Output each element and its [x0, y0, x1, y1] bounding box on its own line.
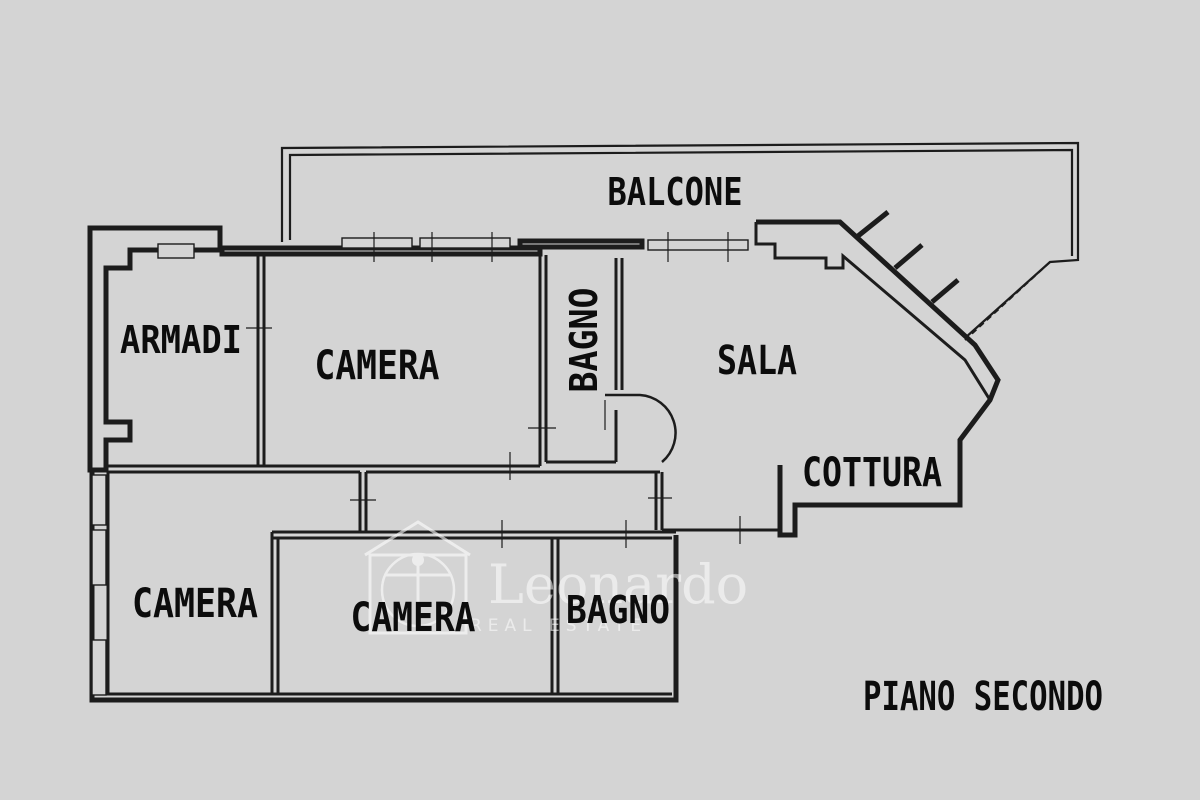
- room-label-bagno-1: BAGNO: [562, 288, 606, 393]
- room-labels: BALCONE ARMADI CAMERA BAGNO SALA COTTURA…: [120, 170, 942, 641]
- watermark-tagline: REAL ESTATE: [470, 616, 647, 636]
- watermark-brand: Leonardo: [488, 553, 748, 616]
- room-label-bagno-2: BAGNO: [566, 588, 670, 632]
- curved-wall: [605, 393, 677, 463]
- room-label-armadi: ARMADI: [120, 318, 242, 362]
- room-label-camera-3: CAMERA: [351, 595, 476, 641]
- balcony-outline: [280, 141, 1080, 341]
- room-label-cottura: COTTURA: [802, 450, 942, 496]
- watermark: Leonardo REAL ESTATE: [364, 520, 748, 636]
- room-label-balcone: BALCONE: [608, 170, 743, 214]
- marks: [246, 232, 741, 548]
- floor-title: PIANO SECONDO: [863, 674, 1103, 720]
- windows: [91, 237, 749, 696]
- room-label-sala: SALA: [717, 338, 797, 384]
- railing-posts: [856, 210, 960, 304]
- room-label-camera-2: CAMERA: [132, 581, 258, 627]
- room-label-camera-1: CAMERA: [315, 343, 440, 389]
- vitruvian-logo-icon: [364, 520, 471, 635]
